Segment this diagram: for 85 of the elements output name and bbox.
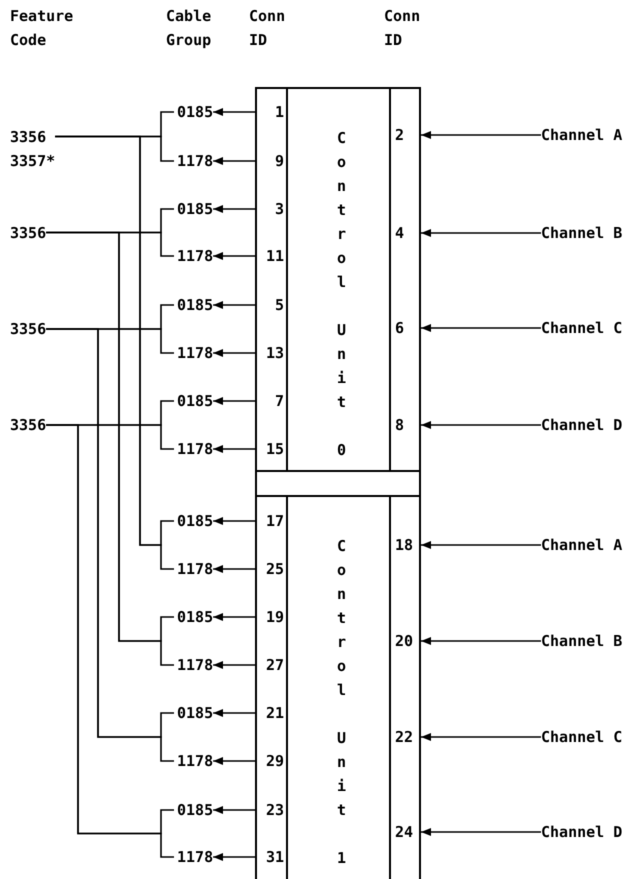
cable-group-label: 1178 — [177, 149, 214, 173]
connector-id: 15 — [257, 437, 286, 461]
connector-id: 18 — [391, 533, 421, 557]
connector-id: 3 — [257, 197, 286, 221]
channel-label: Channel D — [541, 820, 622, 844]
connector-id: 11 — [257, 244, 286, 268]
control-unit-box — [255, 87, 421, 472]
arrow — [213, 853, 257, 861]
cable-group-label: 1178 — [177, 845, 214, 869]
connector-id: 1 — [257, 100, 286, 124]
arrow — [421, 229, 541, 237]
arrow — [421, 131, 541, 139]
connector-id: 6 — [391, 316, 421, 340]
arrow — [421, 421, 541, 429]
connector-id: 20 — [391, 629, 421, 653]
channel-label: Channel C — [541, 725, 622, 749]
connector-id: 2 — [391, 123, 421, 147]
arrow — [421, 637, 541, 645]
separator-band — [255, 470, 421, 497]
cable-group-label: 1178 — [177, 557, 214, 581]
cable-group-label: 0185 — [177, 509, 214, 533]
connector-id: 24 — [391, 820, 421, 844]
unit-label: Control Unit 0 — [332, 129, 352, 465]
arrow — [213, 157, 257, 165]
feature-code: 3356 — [10, 317, 46, 341]
connector-id: 4 — [391, 221, 421, 245]
connector-id: 13 — [257, 341, 286, 365]
control-unit-box — [255, 495, 421, 879]
arrow — [421, 541, 541, 549]
arrow — [213, 205, 257, 213]
arrow — [213, 757, 257, 765]
cable-group-label: 1178 — [177, 341, 214, 365]
connector-id: 21 — [257, 701, 286, 725]
channel-label: Channel B — [541, 221, 622, 245]
column-header: Feature Code — [10, 6, 74, 51]
arrow — [421, 324, 541, 332]
feature-code: 3356 — [10, 413, 46, 437]
connector-id: 19 — [257, 605, 286, 629]
connector-id: 22 — [391, 725, 421, 749]
arrow — [421, 828, 541, 836]
cable-group-label: 0185 — [177, 100, 214, 124]
cable-group-label: 1178 — [177, 749, 214, 773]
connector-id: 25 — [257, 557, 286, 581]
cable-group-label: 0185 — [177, 798, 214, 822]
arrow — [213, 445, 257, 453]
column-header: Conn ID — [249, 6, 286, 51]
arrow — [213, 397, 257, 405]
cable-group-label: 1178 — [177, 244, 214, 268]
feature-code: 3356 — [10, 220, 46, 244]
connector-id: 23 — [257, 798, 286, 822]
arrow — [421, 733, 541, 741]
cable-group-label: 0185 — [177, 197, 214, 221]
arrow — [213, 301, 257, 309]
arrow — [213, 252, 257, 260]
connector-id: 7 — [257, 389, 286, 413]
channel-label: Channel A — [541, 123, 622, 147]
connector-id: 17 — [257, 509, 286, 533]
arrow — [213, 661, 257, 669]
cable-group-label: 0185 — [177, 389, 214, 413]
column-header: Conn ID — [384, 6, 420, 51]
arrow — [213, 709, 257, 717]
arrow — [213, 108, 257, 116]
connector-id: 31 — [257, 845, 286, 869]
arrow — [213, 349, 257, 357]
channel-label: Channel D — [541, 413, 622, 437]
connector-id: 29 — [257, 749, 286, 773]
column-header: Cable Group — [166, 6, 212, 51]
arrow — [213, 517, 257, 525]
cable-group-label: 0185 — [177, 701, 214, 725]
channel-label: Channel C — [541, 316, 622, 340]
channel-label: Channel A — [541, 533, 622, 557]
cable-group-label: 1178 — [177, 653, 214, 677]
connector-id: 8 — [391, 413, 421, 437]
connector-id: 5 — [257, 293, 286, 317]
cable-group-label: 0185 — [177, 293, 214, 317]
cable-group-label: 1178 — [177, 437, 214, 461]
unit-label: Control Unit 1 — [332, 537, 352, 873]
arrow — [213, 613, 257, 621]
feature-code: 3356 3357* — [10, 124, 56, 172]
cable-group-label: 0185 — [177, 605, 214, 629]
arrow — [213, 806, 257, 814]
arrow — [213, 565, 257, 573]
connector-id: 9 — [257, 149, 286, 173]
connector-id: 27 — [257, 653, 286, 677]
channel-label: Channel B — [541, 629, 622, 653]
